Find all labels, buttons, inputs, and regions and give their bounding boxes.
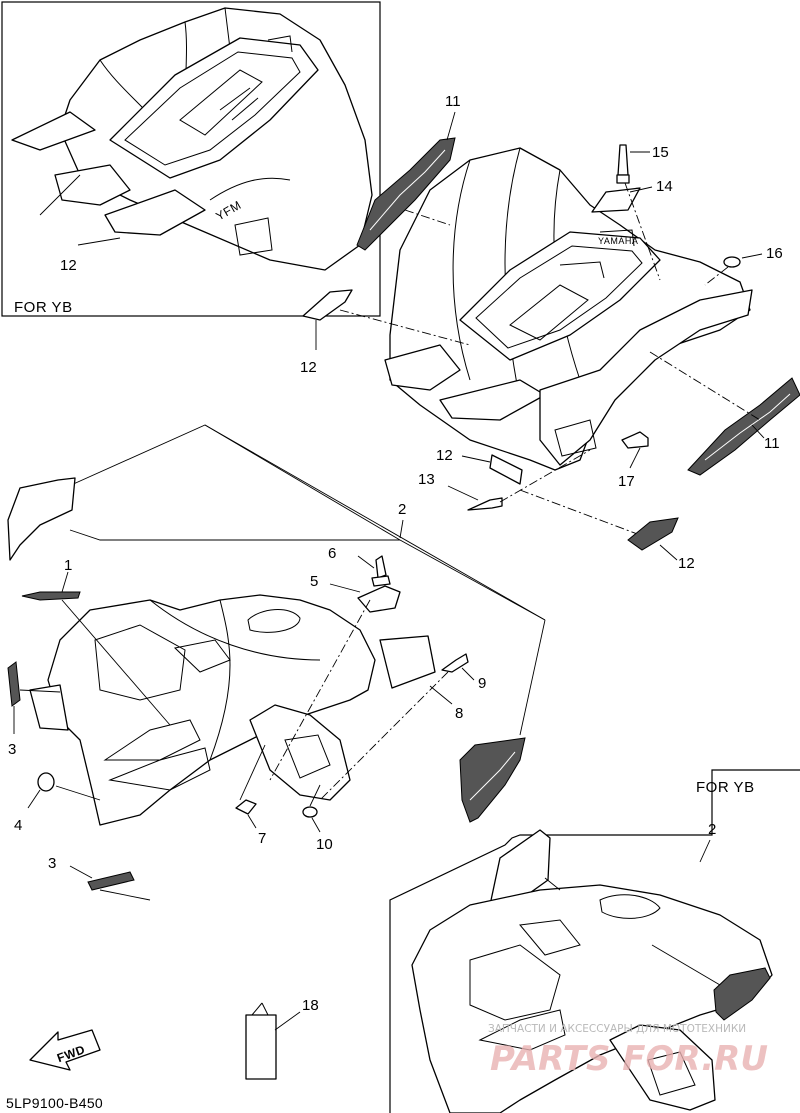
- callout-16: 12: [436, 447, 453, 464]
- callout-14: 15: [652, 144, 669, 161]
- callout-11-top: 11: [445, 93, 461, 110]
- watermark-large: PARTS FOR.RU: [490, 1039, 768, 1079]
- callout-3-left: 3: [8, 741, 16, 758]
- fwd-arrow: FWD: [29, 1029, 101, 1071]
- inset-sticker: [11, 111, 96, 151]
- callout-2-inset: 2: [708, 821, 716, 838]
- callout-7: 7: [258, 830, 266, 847]
- callout-11-right: 11: [764, 435, 780, 452]
- callout-15: 16: [766, 245, 783, 262]
- inset-frame: [1, 1, 381, 317]
- callout-3-bottom: 3: [48, 855, 56, 872]
- inset-bottom-right: FOR YB 2: [389, 769, 800, 1113]
- inset-label: FOR YB: [14, 299, 73, 316]
- callout-4: 4: [14, 817, 22, 834]
- callout-12-lower: 12: [678, 555, 695, 572]
- callout-2: 2: [398, 501, 406, 518]
- callout-18: 17: [618, 473, 635, 490]
- callout-19: 18: [302, 997, 319, 1014]
- callout-1: 1: [64, 557, 72, 574]
- callout-5: 5: [310, 573, 318, 590]
- callout-10: 10: [316, 836, 333, 853]
- inset-top-left: YFM 12 FOR YB: [1, 1, 381, 317]
- item-19-tag: 18: [245, 997, 319, 1080]
- diagram-code: 5LP9100-B450: [6, 1095, 103, 1111]
- inset-label-bottom: FOR YB: [696, 779, 755, 796]
- callout-12-inset: 12: [60, 257, 77, 274]
- fender-brand: YAMAHA: [598, 236, 638, 246]
- front-fender: 2 1 3 4 7: [7, 424, 546, 901]
- callout-8: 8: [455, 705, 463, 722]
- callout-13: 14: [656, 178, 673, 195]
- callout-6: 6: [328, 545, 336, 562]
- rear-fender: YAMAHA 11 12 15 14 16 11: [300, 93, 800, 572]
- callout-17: 13: [418, 471, 435, 488]
- callout-9: 9: [478, 675, 486, 692]
- callout-12-upper: 12: [300, 359, 317, 376]
- watermark-small: ЗАПЧАСТИ И АКСЕССУАРЫ ДЛЯ МОТОТЕХНИКИ: [488, 1023, 746, 1035]
